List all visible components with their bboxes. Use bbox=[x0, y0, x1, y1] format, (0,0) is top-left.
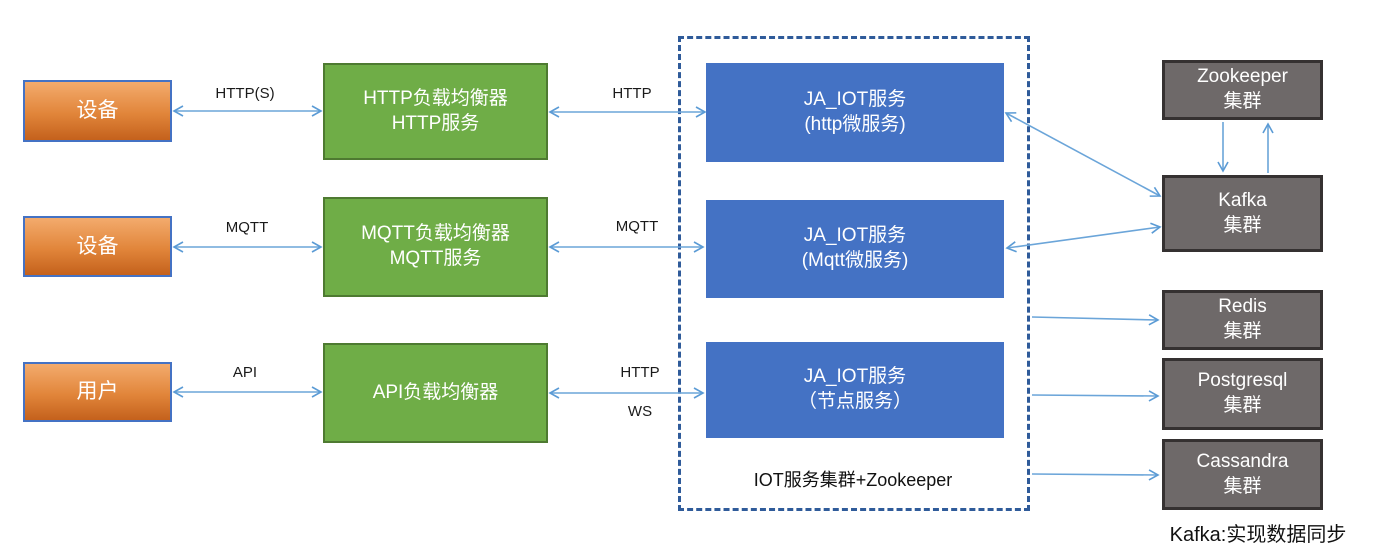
edge-label-api: API bbox=[232, 364, 258, 381]
kafka-sync-note: Kafka:实现数据同步 bbox=[1169, 524, 1347, 546]
arrow-cluster-cassandra bbox=[1031, 469, 1160, 481]
node-api-load-balancer: API负载均衡器 bbox=[323, 343, 548, 443]
edge-label-http-row3: HTTP bbox=[620, 364, 660, 381]
node-mqtt-load-balancer: MQTT负载均衡器 MQTT服务 bbox=[323, 197, 548, 297]
node-zookeeper-cluster: Zookeeper 集群 bbox=[1162, 60, 1323, 120]
node-iot-node-service: JA_IOT服务 （节点服务） bbox=[706, 342, 1004, 438]
edge-label-mqtt-right: MQTT bbox=[615, 218, 659, 235]
edge-label-mqtt-left: MQTT bbox=[225, 219, 269, 236]
cluster-caption: IOT服务集群+Zookeeper bbox=[753, 470, 953, 490]
arrow-cluster-redis bbox=[1031, 314, 1160, 326]
arrow-cluster-postgresql bbox=[1031, 390, 1160, 402]
node-cassandra-cluster: Cassandra 集群 bbox=[1162, 439, 1323, 510]
node-device-http: 设备 bbox=[23, 80, 172, 142]
edge-label-https: HTTP(S) bbox=[215, 85, 275, 102]
node-device-mqtt: 设备 bbox=[23, 216, 172, 277]
node-kafka-cluster: Kafka 集群 bbox=[1162, 175, 1323, 252]
node-iot-http-service: JA_IOT服务 (http微服务) bbox=[706, 63, 1004, 162]
node-postgresql-cluster: Postgresql 集群 bbox=[1162, 358, 1323, 430]
edge-label-http-row1: HTTP bbox=[612, 85, 652, 102]
edge-label-ws: WS bbox=[627, 403, 653, 420]
iot-cluster-container bbox=[678, 36, 1030, 511]
node-http-load-balancer: HTTP负载均衡器 HTTP服务 bbox=[323, 63, 548, 160]
node-redis-cluster: Redis 集群 bbox=[1162, 290, 1323, 350]
node-iot-mqtt-service: JA_IOT服务 (Mqtt微服务) bbox=[706, 200, 1004, 298]
node-user: 用户 bbox=[23, 362, 172, 422]
